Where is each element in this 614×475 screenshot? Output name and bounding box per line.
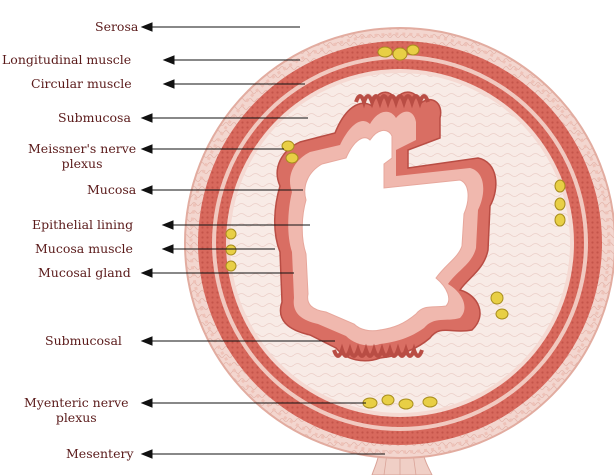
label-mucosa: Mucosa [87, 182, 137, 197]
label-longitudinal-muscle: Longitudinal muscle [2, 52, 132, 67]
label-myenteric-plexus: Myenteric nerve plexus [24, 395, 129, 425]
label-submucosal: Submucosal [45, 333, 122, 348]
label-mucosa-muscle: Mucosa muscle [35, 241, 133, 256]
nerve-ganglion-icon [225, 44, 566, 410]
label-mesentery: Mesentery [66, 446, 134, 461]
label-serosa: Serosa [95, 19, 139, 34]
label-submucosa: Submucosa [58, 110, 131, 125]
label-mucosal-gland: Mucosal gland [38, 265, 131, 280]
lumen [301, 130, 469, 332]
arrow-left-icon [140, 22, 385, 459]
label-circular-muscle: Circular muscle [31, 76, 132, 91]
label-meissners-line2: plexus [61, 156, 103, 171]
label-epithelial-lining: Epithelial lining [32, 217, 134, 232]
label-myenteric-line2: plexus [55, 410, 97, 425]
label-myenteric-line1: Myenteric nerve [24, 395, 129, 410]
label-meissners-plexus: Meissner's nerve plexus [28, 141, 136, 171]
label-meissners-line1: Meissner's nerve [28, 141, 137, 156]
